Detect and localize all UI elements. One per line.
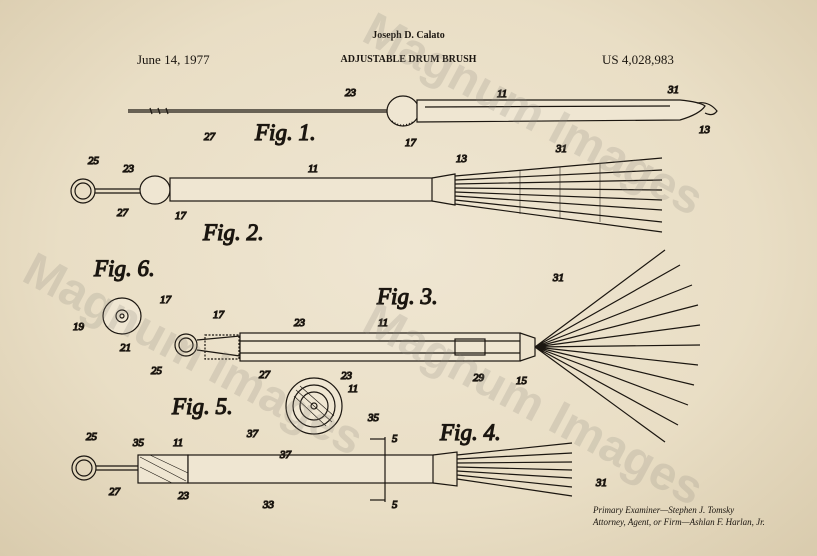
patent-number: US 4,028,983 <box>602 52 674 67</box>
fig1-caption: Fig. 1. <box>254 120 316 145</box>
fig5-drawing <box>285 377 343 435</box>
fig4-label: 25 <box>86 431 98 443</box>
fig6-caption: Fig. 6. <box>93 256 155 281</box>
fig4-label: 5 <box>392 499 398 511</box>
fig4-label: 37 <box>279 449 292 461</box>
fig4-label: 31 <box>595 477 607 489</box>
fig2-label: 23 <box>123 163 135 175</box>
fig5-label: 35 <box>367 412 380 424</box>
fig2-drawing <box>70 157 663 233</box>
fig6-label: 21 <box>120 342 131 354</box>
fig1-label: 13 <box>699 124 711 136</box>
fig2-label: 13 <box>456 153 468 165</box>
fig3-label: 23 <box>294 317 306 329</box>
fig6-drawing <box>102 297 142 335</box>
fig5-label: 23 <box>341 370 353 382</box>
fig5-caption: Fig. 5. <box>171 394 233 419</box>
fig1-label: 23 <box>345 87 357 99</box>
patent-date: June 14, 1977 <box>137 52 210 67</box>
fig3-caption: Fig. 3. <box>376 284 438 309</box>
fig1-label: 31 <box>667 84 679 96</box>
fig2-label: 25 <box>88 155 100 167</box>
fig3-label: 29 <box>473 372 485 384</box>
fig2-label: 11 <box>308 163 318 175</box>
fig5-label: 11 <box>348 383 358 395</box>
fig3-label: 17 <box>213 309 225 321</box>
fig2-label: 27 <box>117 207 129 219</box>
attorney-agent: Attorney, Agent, or Firm—Ashlan F. Harla… <box>593 517 765 527</box>
fig1-label: 27 <box>204 131 216 143</box>
fig3-drawing <box>174 249 701 443</box>
fig4-drawing <box>71 437 573 502</box>
primary-examiner: Primary Examiner—Stephen J. Tomsky <box>593 505 735 515</box>
fig1-label: 11 <box>497 88 507 100</box>
fig3-label: 11 <box>378 317 388 329</box>
fig4-label: 23 <box>178 490 190 502</box>
fig3-label: 27 <box>259 369 271 381</box>
fig6-label: 19 <box>73 321 85 333</box>
fig1-drawing <box>128 95 718 127</box>
fig4-label: 35 <box>132 437 145 449</box>
fig1-label: 17 <box>405 137 417 149</box>
fig4-label: 27 <box>109 486 121 498</box>
inventor-name: Joseph D. Calato <box>372 30 445 41</box>
fig2-label: 17 <box>175 210 187 222</box>
fig4-caption: Fig. 4. <box>439 420 501 445</box>
fig3-label: 31 <box>552 272 564 284</box>
fig4-label: 5 <box>392 433 398 445</box>
fig2-caption: Fig. 2. <box>202 220 264 245</box>
fig4-label: 11 <box>173 437 183 449</box>
patent-title: ADJUSTABLE DRUM BRUSH <box>340 54 477 65</box>
fig5-label: 37 <box>246 428 259 440</box>
fig3-label: 15 <box>516 375 528 387</box>
fig6-label: 17 <box>160 294 172 306</box>
fig3-label: 25 <box>151 365 163 377</box>
fig4-label: 33 <box>262 499 275 511</box>
fig2-label: 31 <box>555 143 567 155</box>
